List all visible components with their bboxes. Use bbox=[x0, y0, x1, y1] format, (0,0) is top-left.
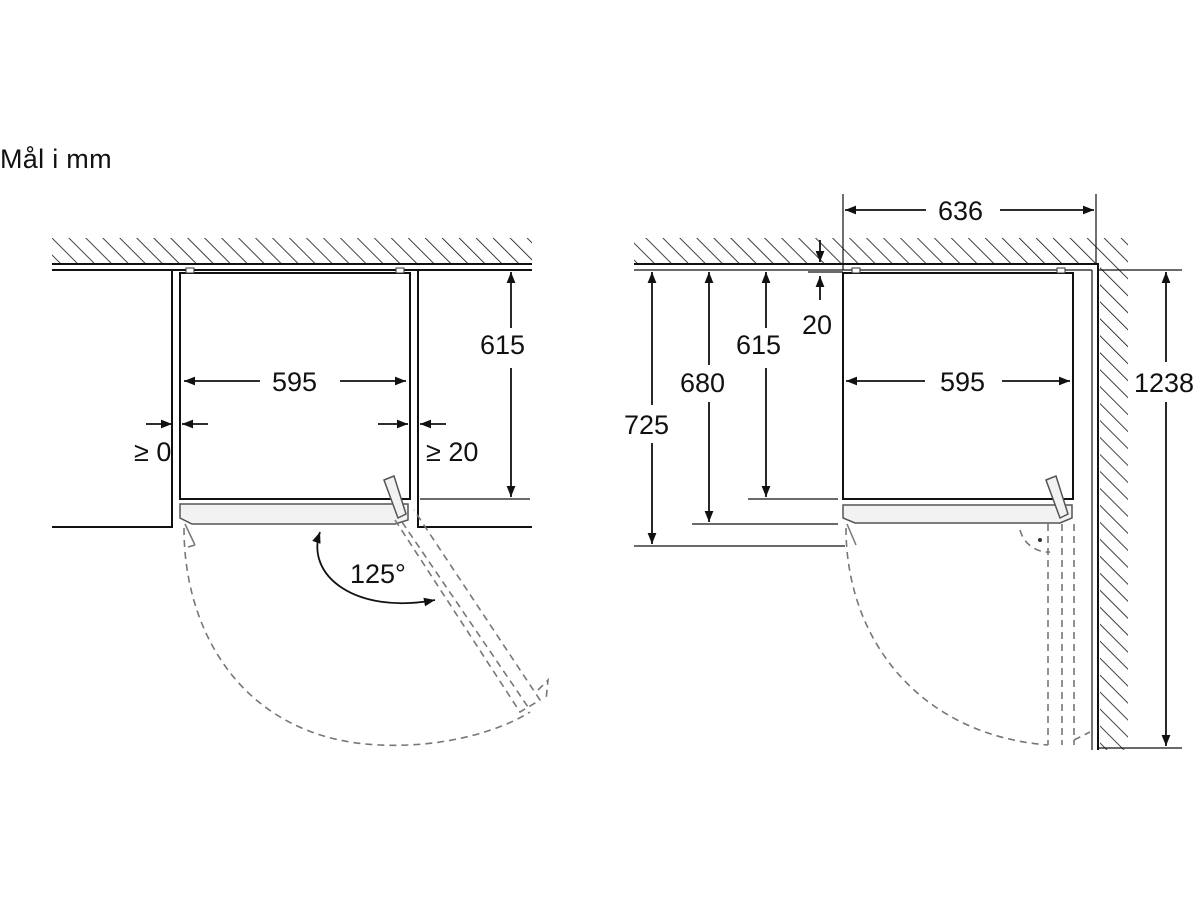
right-side-view: 636 20 595 615 680 725 1238 bbox=[624, 194, 1194, 750]
door-handle bbox=[383, 475, 407, 520]
gap-right-label: ≥ 20 bbox=[426, 437, 478, 467]
wall-corner-line bbox=[634, 263, 1099, 750]
appliance-body-left bbox=[179, 272, 411, 500]
angle-arc bbox=[312, 531, 436, 607]
rear-gap-label: 20 bbox=[802, 310, 832, 340]
door-closed-right bbox=[842, 504, 1073, 524]
door-closed-left bbox=[179, 503, 409, 525]
door-open-outline bbox=[394, 509, 542, 714]
left-wall-hatch bbox=[52, 238, 532, 264]
width-label: 595 bbox=[940, 367, 985, 397]
depth-615-label: 615 bbox=[736, 330, 781, 360]
top-wall-hatch bbox=[634, 238, 1100, 264]
door-swing-arc bbox=[183, 527, 531, 747]
units-title: Mål i mm bbox=[0, 144, 112, 174]
door-hinge bbox=[846, 523, 857, 546]
hinge-tab bbox=[1056, 267, 1066, 274]
gap-left-label: ≥ 0 bbox=[134, 437, 171, 467]
left-side-cabinet bbox=[52, 269, 173, 528]
depth-label: 615 bbox=[480, 330, 525, 360]
door-hinge bbox=[187, 544, 196, 548]
right-side-cabinet bbox=[417, 269, 532, 528]
hinge-tab bbox=[851, 267, 861, 274]
angle-dot bbox=[1038, 538, 1042, 542]
door-open-handle bbox=[1073, 731, 1091, 741]
angle-label: 125° bbox=[350, 559, 406, 589]
depth-725-label: 725 bbox=[624, 410, 669, 440]
door-handle bbox=[1045, 475, 1069, 520]
door-open-handle bbox=[537, 677, 550, 701]
hinge-tab bbox=[395, 267, 405, 274]
hinge-tab bbox=[185, 267, 195, 274]
angle-marker bbox=[1019, 529, 1051, 553]
door-open-inner bbox=[401, 521, 529, 708]
door-hinge bbox=[184, 523, 196, 546]
depth-1238-label: 1238 bbox=[1134, 368, 1194, 398]
depth-680-label: 680 bbox=[680, 368, 725, 398]
door-open-outline bbox=[1047, 524, 1075, 745]
side-wall-hatch bbox=[1100, 238, 1128, 750]
left-plan-view: 125° 595 ≥ 0 ≥ 0 ≥ 20 615 bbox=[52, 238, 550, 747]
width-label: 595 bbox=[272, 367, 317, 397]
appliance-body-right bbox=[842, 272, 1074, 500]
door-swing-arc bbox=[845, 527, 1049, 746]
total-depth-label: 636 bbox=[938, 196, 983, 226]
